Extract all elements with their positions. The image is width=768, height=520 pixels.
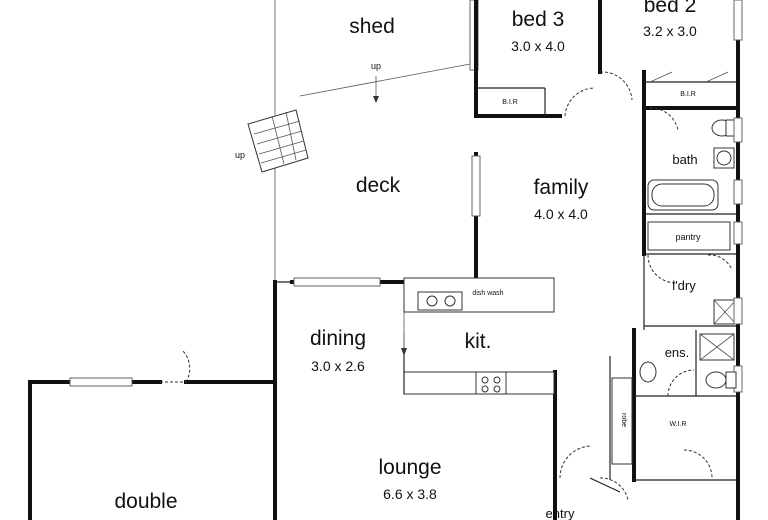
label-robe: robe bbox=[620, 413, 627, 427]
ensuite-fixtures bbox=[639, 333, 737, 389]
label-bed2-size: 3.2 x 3.0 bbox=[643, 23, 697, 39]
label-pantry: pantry bbox=[675, 232, 701, 242]
stairs bbox=[247, 109, 309, 173]
exterior-walls bbox=[28, 0, 740, 520]
bed3-door-swing bbox=[564, 87, 596, 117]
label-bed3: bed 3 bbox=[512, 8, 565, 31]
label-bir-bed2: B.I.R bbox=[680, 91, 696, 98]
garage-door-swing bbox=[160, 349, 191, 383]
label-double: double bbox=[114, 490, 177, 513]
label-family-size: 4.0 x 4.0 bbox=[534, 206, 588, 222]
laundry-door-swing bbox=[647, 254, 677, 284]
laundry-fixtures bbox=[713, 299, 737, 325]
label-kitchen: kit. bbox=[465, 330, 492, 353]
label-entry: entry bbox=[546, 506, 575, 520]
right-windows bbox=[733, 0, 743, 393]
label-bed3-size: 3.0 x 4.0 bbox=[511, 38, 565, 54]
label-dining: dining bbox=[310, 327, 366, 350]
robe-cabinet bbox=[611, 377, 633, 465]
label-lounge-size: 6.6 x 3.8 bbox=[383, 486, 437, 502]
entry-door-swing bbox=[559, 445, 629, 501]
label-laundry: l'dry bbox=[672, 278, 696, 293]
garage-window bbox=[69, 377, 133, 387]
bath-fixtures bbox=[647, 119, 737, 211]
label-bir-bed3: B.I.R bbox=[502, 99, 518, 106]
master-walls bbox=[609, 328, 736, 482]
label-bath: bath bbox=[672, 152, 697, 167]
label-shed: shed bbox=[349, 15, 395, 38]
family-window bbox=[471, 155, 481, 217]
label-up-stairs: up bbox=[235, 150, 245, 160]
shed-up-arrow bbox=[373, 76, 379, 103]
label-dishwasher: dish wash bbox=[472, 290, 503, 297]
label-bed2: bed 2 bbox=[644, 0, 697, 17]
bed2-door-swing bbox=[599, 71, 633, 101]
dining-window bbox=[293, 277, 381, 287]
pantry-shelf bbox=[647, 221, 731, 251]
label-lounge: lounge bbox=[378, 456, 441, 479]
label-ensuite: ens. bbox=[665, 345, 690, 360]
label-up-shed: up bbox=[371, 61, 381, 71]
label-wir: W.I.R bbox=[669, 421, 686, 428]
bath-door-swing bbox=[649, 107, 679, 131]
bedroom-walls bbox=[474, 0, 740, 330]
label-family: family bbox=[534, 176, 589, 199]
bir-bed2-doors bbox=[649, 71, 729, 83]
shed-deck-outline bbox=[274, 0, 479, 283]
laundry-back-door-swing bbox=[707, 254, 733, 271]
kitchen bbox=[403, 277, 555, 395]
ensuite-door-swing bbox=[667, 369, 695, 397]
label-deck: deck bbox=[356, 174, 401, 197]
wir-door-swing bbox=[683, 449, 713, 479]
label-dining-size: 3.0 x 2.6 bbox=[311, 358, 365, 374]
kitchen-arrow bbox=[401, 334, 407, 356]
